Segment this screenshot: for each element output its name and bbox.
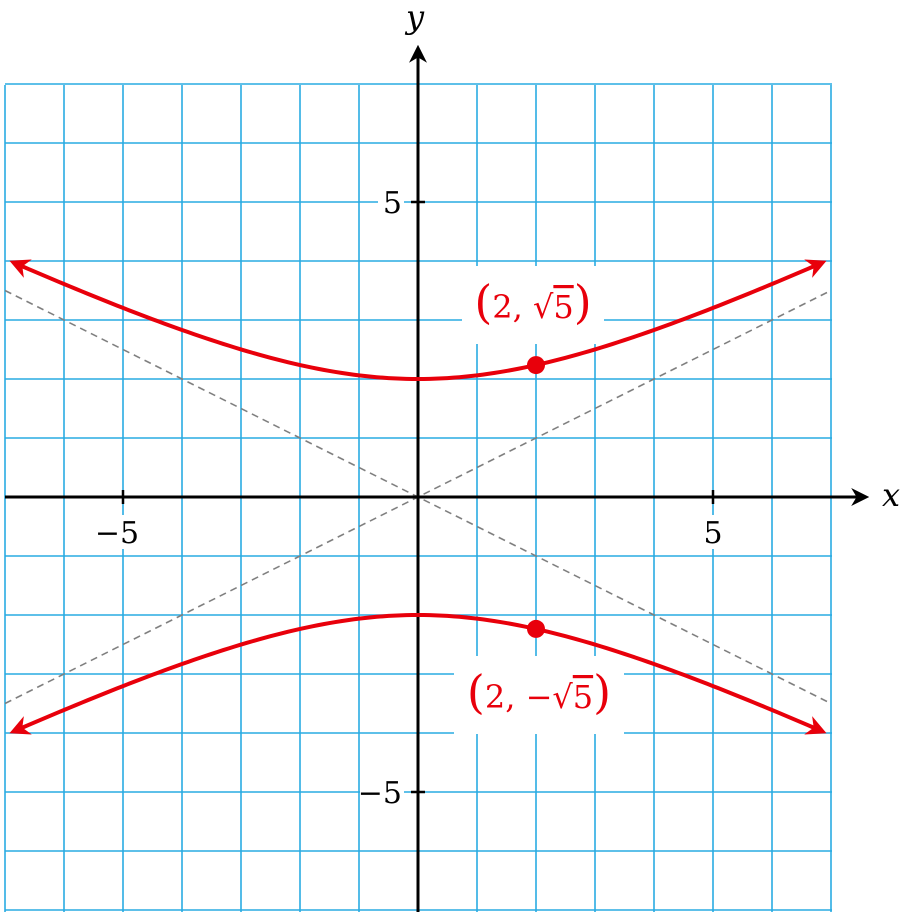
x-tick-label-bg (700, 515, 726, 549)
point-label: (2, √5) (474, 275, 591, 329)
y-tick-label-bg (378, 184, 404, 218)
point-marker (527, 356, 545, 375)
axes: x y (5, 0, 900, 912)
point-label-bg (454, 656, 624, 734)
hyperbola-branch (9, 613, 827, 735)
point-label-bg (462, 266, 604, 344)
y-tick-label: −5 (358, 776, 402, 811)
labeled-points: (2, √5) (2, −√5) (454, 266, 624, 734)
point-label: (2, −√5) (467, 665, 611, 719)
y-axis-label: y (404, 0, 425, 36)
hyperbola-branch (9, 259, 827, 381)
x-tick-label: −5 (95, 516, 139, 551)
x-tick-label: 5 (703, 516, 722, 551)
hyperbola-branches (9, 259, 827, 735)
x-tick-label-bg (95, 515, 139, 549)
point-marker (527, 619, 545, 638)
x-axis-label: x (882, 476, 900, 514)
y-tick-label-bg (360, 774, 404, 808)
y-tick-label: 5 (383, 186, 402, 221)
tick-marks: −5 5 5 −5 (95, 184, 726, 811)
